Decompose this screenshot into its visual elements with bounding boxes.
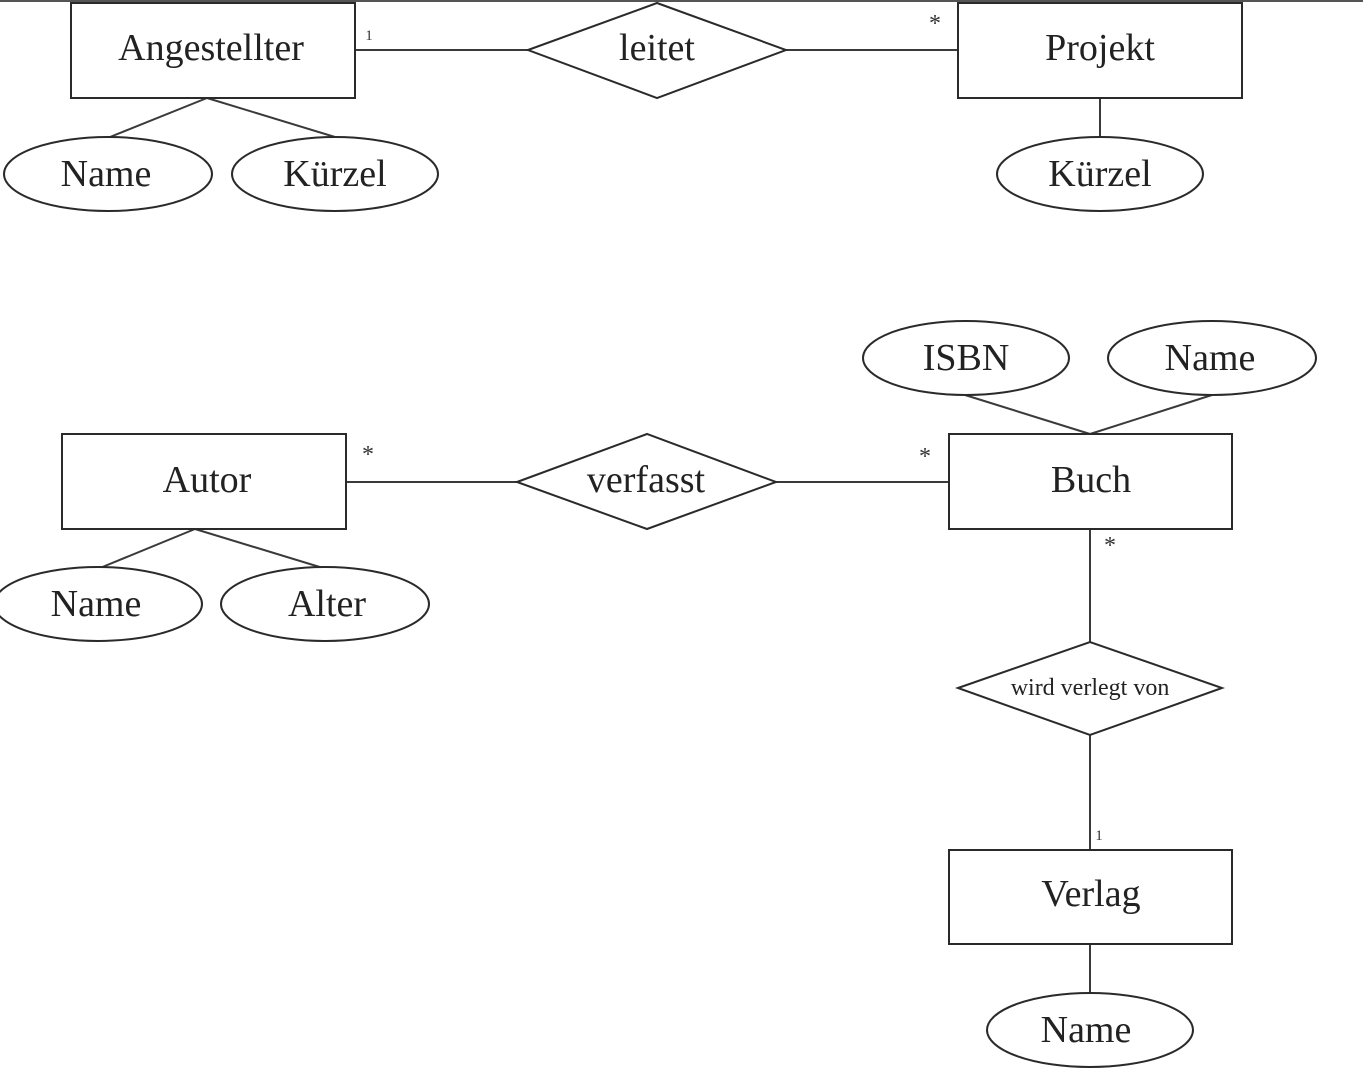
edge-angestellter-kuerzel	[206, 97, 336, 138]
entity-buch: Buch	[948, 433, 1233, 530]
multiplicity-angestellter-leitet: 1	[365, 28, 373, 44]
attribute-label: Kürzel	[283, 153, 386, 195]
attribute-label: Kürzel	[1048, 153, 1151, 195]
multiplicity-autor-verfasst: *	[362, 442, 374, 468]
relationship-leitet: leitet	[525, 1, 789, 100]
entity-label: Projekt	[1045, 27, 1155, 69]
attribute-label: Name	[1041, 1009, 1132, 1051]
entity-label: Buch	[1051, 459, 1131, 501]
edge-angestellter-name	[109, 97, 208, 138]
attribute-label: Alter	[288, 583, 366, 625]
attribute-projekt-kuerzel: Kürzel	[996, 136, 1204, 212]
multiplicity-buch-verlegt: *	[1104, 533, 1116, 559]
multiplicity-verfasst-buch: *	[919, 444, 931, 470]
entity-label: Angestellter	[118, 27, 304, 69]
attribute-buch-isbn: ISBN	[862, 320, 1070, 396]
attribute-label: Name	[61, 153, 152, 195]
multiplicity-verlegt-verlag: 1	[1095, 828, 1103, 844]
entity-label: Autor	[163, 459, 252, 501]
relationship-verfasst: verfasst	[514, 432, 779, 531]
multiplicity-leitet-projekt: *	[929, 11, 941, 37]
entity-angestellter: Angestellter	[70, 2, 356, 99]
relationship-label: verfasst	[587, 459, 706, 501]
attribute-angestellter-kuerzel: Kürzel	[231, 136, 439, 212]
attribute-buch-name: Name	[1107, 320, 1317, 396]
relationship-wird-verlegt-von: wird verlegt von	[954, 640, 1226, 737]
edge-buch-isbn	[964, 394, 1091, 435]
relationship-label: leitet	[619, 27, 695, 69]
attribute-label: ISBN	[923, 337, 1010, 379]
attribute-verlag-name: Name	[986, 992, 1194, 1068]
entity-verlag: Verlag	[948, 849, 1233, 945]
attribute-autor-name: Name	[0, 566, 203, 642]
edge-autor-alter	[194, 528, 324, 569]
relationship-label: wird verlegt von	[1011, 675, 1170, 701]
entity-projekt: Projekt	[957, 2, 1243, 99]
multiplicities: 1 * * * * 1	[362, 11, 1116, 844]
attribute-angestellter-name: Name	[3, 136, 213, 212]
edge-buch-name	[1089, 394, 1213, 435]
attribute-label: Name	[1165, 337, 1256, 379]
edge-autor-name	[99, 528, 196, 569]
entity-label: Verlag	[1041, 873, 1140, 915]
connections	[99, 49, 1213, 993]
attribute-label: Name	[51, 583, 142, 625]
entity-autor: Autor	[61, 433, 347, 530]
attribute-autor-alter: Alter	[220, 566, 430, 642]
